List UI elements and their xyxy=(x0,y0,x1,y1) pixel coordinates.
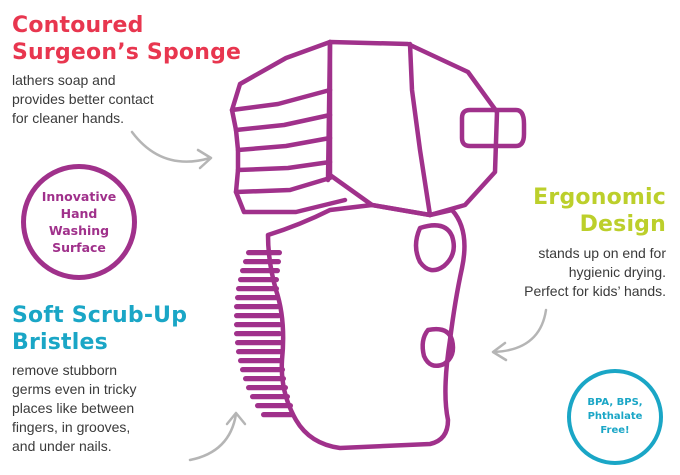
curved-arrow-icon-design xyxy=(491,308,548,362)
bristle xyxy=(243,376,286,382)
sponge-layer-5 xyxy=(233,167,333,195)
design-description: stands up on end for hygienic drying. Pe… xyxy=(524,245,666,299)
bristle xyxy=(234,304,280,310)
sponge-description: lathers soap and provides better contact… xyxy=(12,72,154,126)
bpa-free-badge: BPA, BPS, Phthalate Free! xyxy=(567,369,663,465)
innovative-badge: Innovative Hand Washing Surface xyxy=(21,164,137,280)
bristle xyxy=(240,268,280,274)
sponge-layer-6 xyxy=(233,189,348,215)
bristle xyxy=(240,367,285,373)
bristle xyxy=(234,313,281,319)
finger-grip-lower xyxy=(420,326,456,368)
bristle xyxy=(234,322,282,328)
sponge-inner-edge xyxy=(325,39,333,183)
bristle xyxy=(243,259,281,265)
bristle xyxy=(261,412,295,418)
bristles-group xyxy=(234,250,295,418)
design-feature: Ergonomic Design stands up on end for hy… xyxy=(524,184,666,301)
bristle xyxy=(238,358,284,364)
bristle xyxy=(236,286,279,292)
sponge-layer-1 xyxy=(229,39,333,113)
bristle xyxy=(236,349,283,355)
sponge-layer-4 xyxy=(235,147,333,173)
bristle xyxy=(235,295,279,301)
curved-arrow-icon-bristles xyxy=(188,411,247,462)
finger-grip-upper xyxy=(413,223,456,273)
bristle xyxy=(234,331,282,337)
sponge-top-outline xyxy=(327,39,500,218)
handle-body-outline xyxy=(265,202,467,451)
bristle xyxy=(250,394,290,400)
sponge-layer-2 xyxy=(229,107,333,133)
bristle xyxy=(235,340,283,346)
thumb-pad xyxy=(459,107,527,149)
bristle xyxy=(238,277,279,283)
bristles-feature: Soft Scrub-Up Bristles remove stubborn g… xyxy=(12,302,187,456)
bristle xyxy=(246,250,282,256)
sponge-inner-fold xyxy=(407,41,433,218)
bristles-title: Soft Scrub-Up Bristles xyxy=(12,303,188,355)
curved-arrow-icon-sponge xyxy=(130,130,213,170)
design-title: Ergonomic Design xyxy=(533,185,666,237)
sponge-layer-3 xyxy=(233,127,333,153)
bristles-description: remove stubborn germs even in tricky pla… xyxy=(12,362,137,454)
sponge-feature: Contoured Surgeon’s Sponge lathers soap … xyxy=(12,12,241,128)
bristle xyxy=(255,403,293,409)
bristle xyxy=(246,385,288,391)
sponge-title: Contoured Surgeon’s Sponge xyxy=(12,13,242,65)
